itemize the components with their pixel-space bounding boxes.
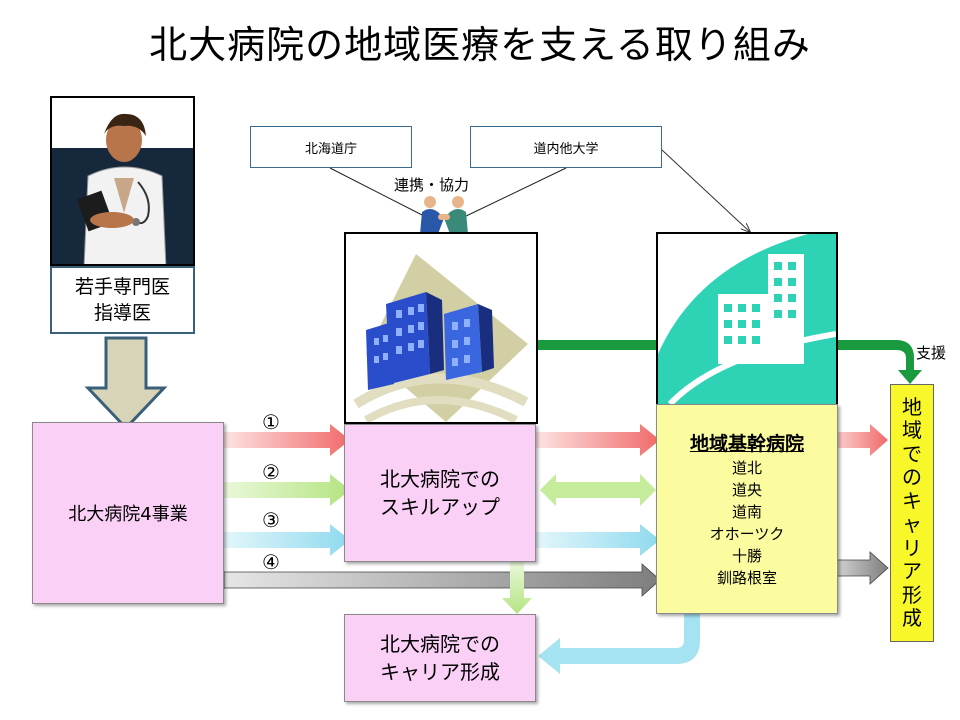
arrow-regional-to-career	[826, 424, 888, 456]
hospital-icon	[656, 232, 838, 406]
arrow-3	[224, 524, 350, 556]
career-char: ャ	[902, 512, 922, 536]
skillup-line2: スキルアップ	[380, 495, 500, 519]
career-char: の	[902, 465, 922, 489]
link-line-hokkaido	[329, 167, 429, 219]
number-2: ②	[262, 460, 280, 484]
page-title: 北大病院の地域医療を支える取り組み	[149, 23, 811, 67]
area-doo: 道央	[731, 481, 762, 499]
partner-universities-box: 道内他大学	[470, 126, 662, 168]
handshake-icon	[416, 194, 472, 234]
hu-four-projects-label: 北大病院4事業	[68, 504, 188, 525]
doctor-caption-line2: 指導医	[93, 302, 151, 324]
career-char: キ	[902, 488, 922, 513]
arrow-bidirectional	[540, 474, 656, 506]
arrow-skillup-to-career	[502, 562, 532, 614]
arrow-regional-to-career-hu	[538, 614, 700, 674]
support-label: 支援	[916, 344, 947, 362]
doctor-icon	[52, 98, 193, 264]
arrow-cyan-to-regional	[536, 524, 660, 556]
career-hu-box: 北大病院での キャリア形成	[344, 614, 536, 702]
skillup-box: 北大病院での スキルアップ	[344, 424, 536, 562]
area-tokachi: 十勝	[731, 547, 762, 565]
career-char: ア	[902, 559, 922, 583]
career-char: で	[902, 441, 922, 466]
area-donan: 道南	[731, 503, 762, 521]
arrow-4	[223, 563, 661, 597]
area-okhotsk: オホーツク	[709, 525, 785, 543]
career-char: 地	[902, 394, 922, 419]
regional-hospitals-heading: 地域基幹病院	[689, 433, 804, 455]
career-hu-line1: 北大病院での	[380, 632, 500, 656]
doctor-down-arrow	[84, 336, 168, 431]
office-buildings-icon	[344, 232, 538, 424]
area-kushiro-nemuro: 釧路根室	[716, 569, 777, 587]
arrow-2	[224, 474, 350, 506]
number-3: ③	[262, 508, 280, 532]
link-line-universities	[461, 167, 567, 219]
doctor-caption: 若手専門医 指導医	[50, 266, 195, 334]
universities-to-hospital-arrow	[661, 149, 750, 232]
area-dohoku: 道北	[731, 459, 762, 477]
skillup-line1: 北大病院での	[380, 467, 500, 491]
doctor-caption-line1: 若手専門医	[74, 276, 170, 298]
partner-hokkaido-box: 北海道庁	[250, 126, 412, 168]
hu-four-projects-box: 北大病院4事業	[32, 422, 224, 604]
regional-career-box: 地 域 で の キ ャ リ ア 形 成	[890, 384, 934, 642]
career-char: リ	[902, 535, 922, 560]
regional-hospitals-box: 地域基幹病院 道北 道央 道南 オホーツク 十勝 釧路根室	[656, 404, 838, 614]
number-1: ①	[262, 410, 280, 434]
cooperation-label: 連携・協力	[394, 176, 470, 194]
arrow-skillup-to-regional	[536, 424, 660, 456]
career-hu-line2: キャリア形成	[380, 660, 500, 684]
arrow-1	[224, 424, 350, 456]
number-4: ④	[262, 550, 280, 574]
career-char: 形	[902, 582, 922, 607]
career-char: 成	[902, 606, 922, 630]
doctor-photo	[50, 96, 195, 266]
career-char: 域	[902, 418, 922, 442]
